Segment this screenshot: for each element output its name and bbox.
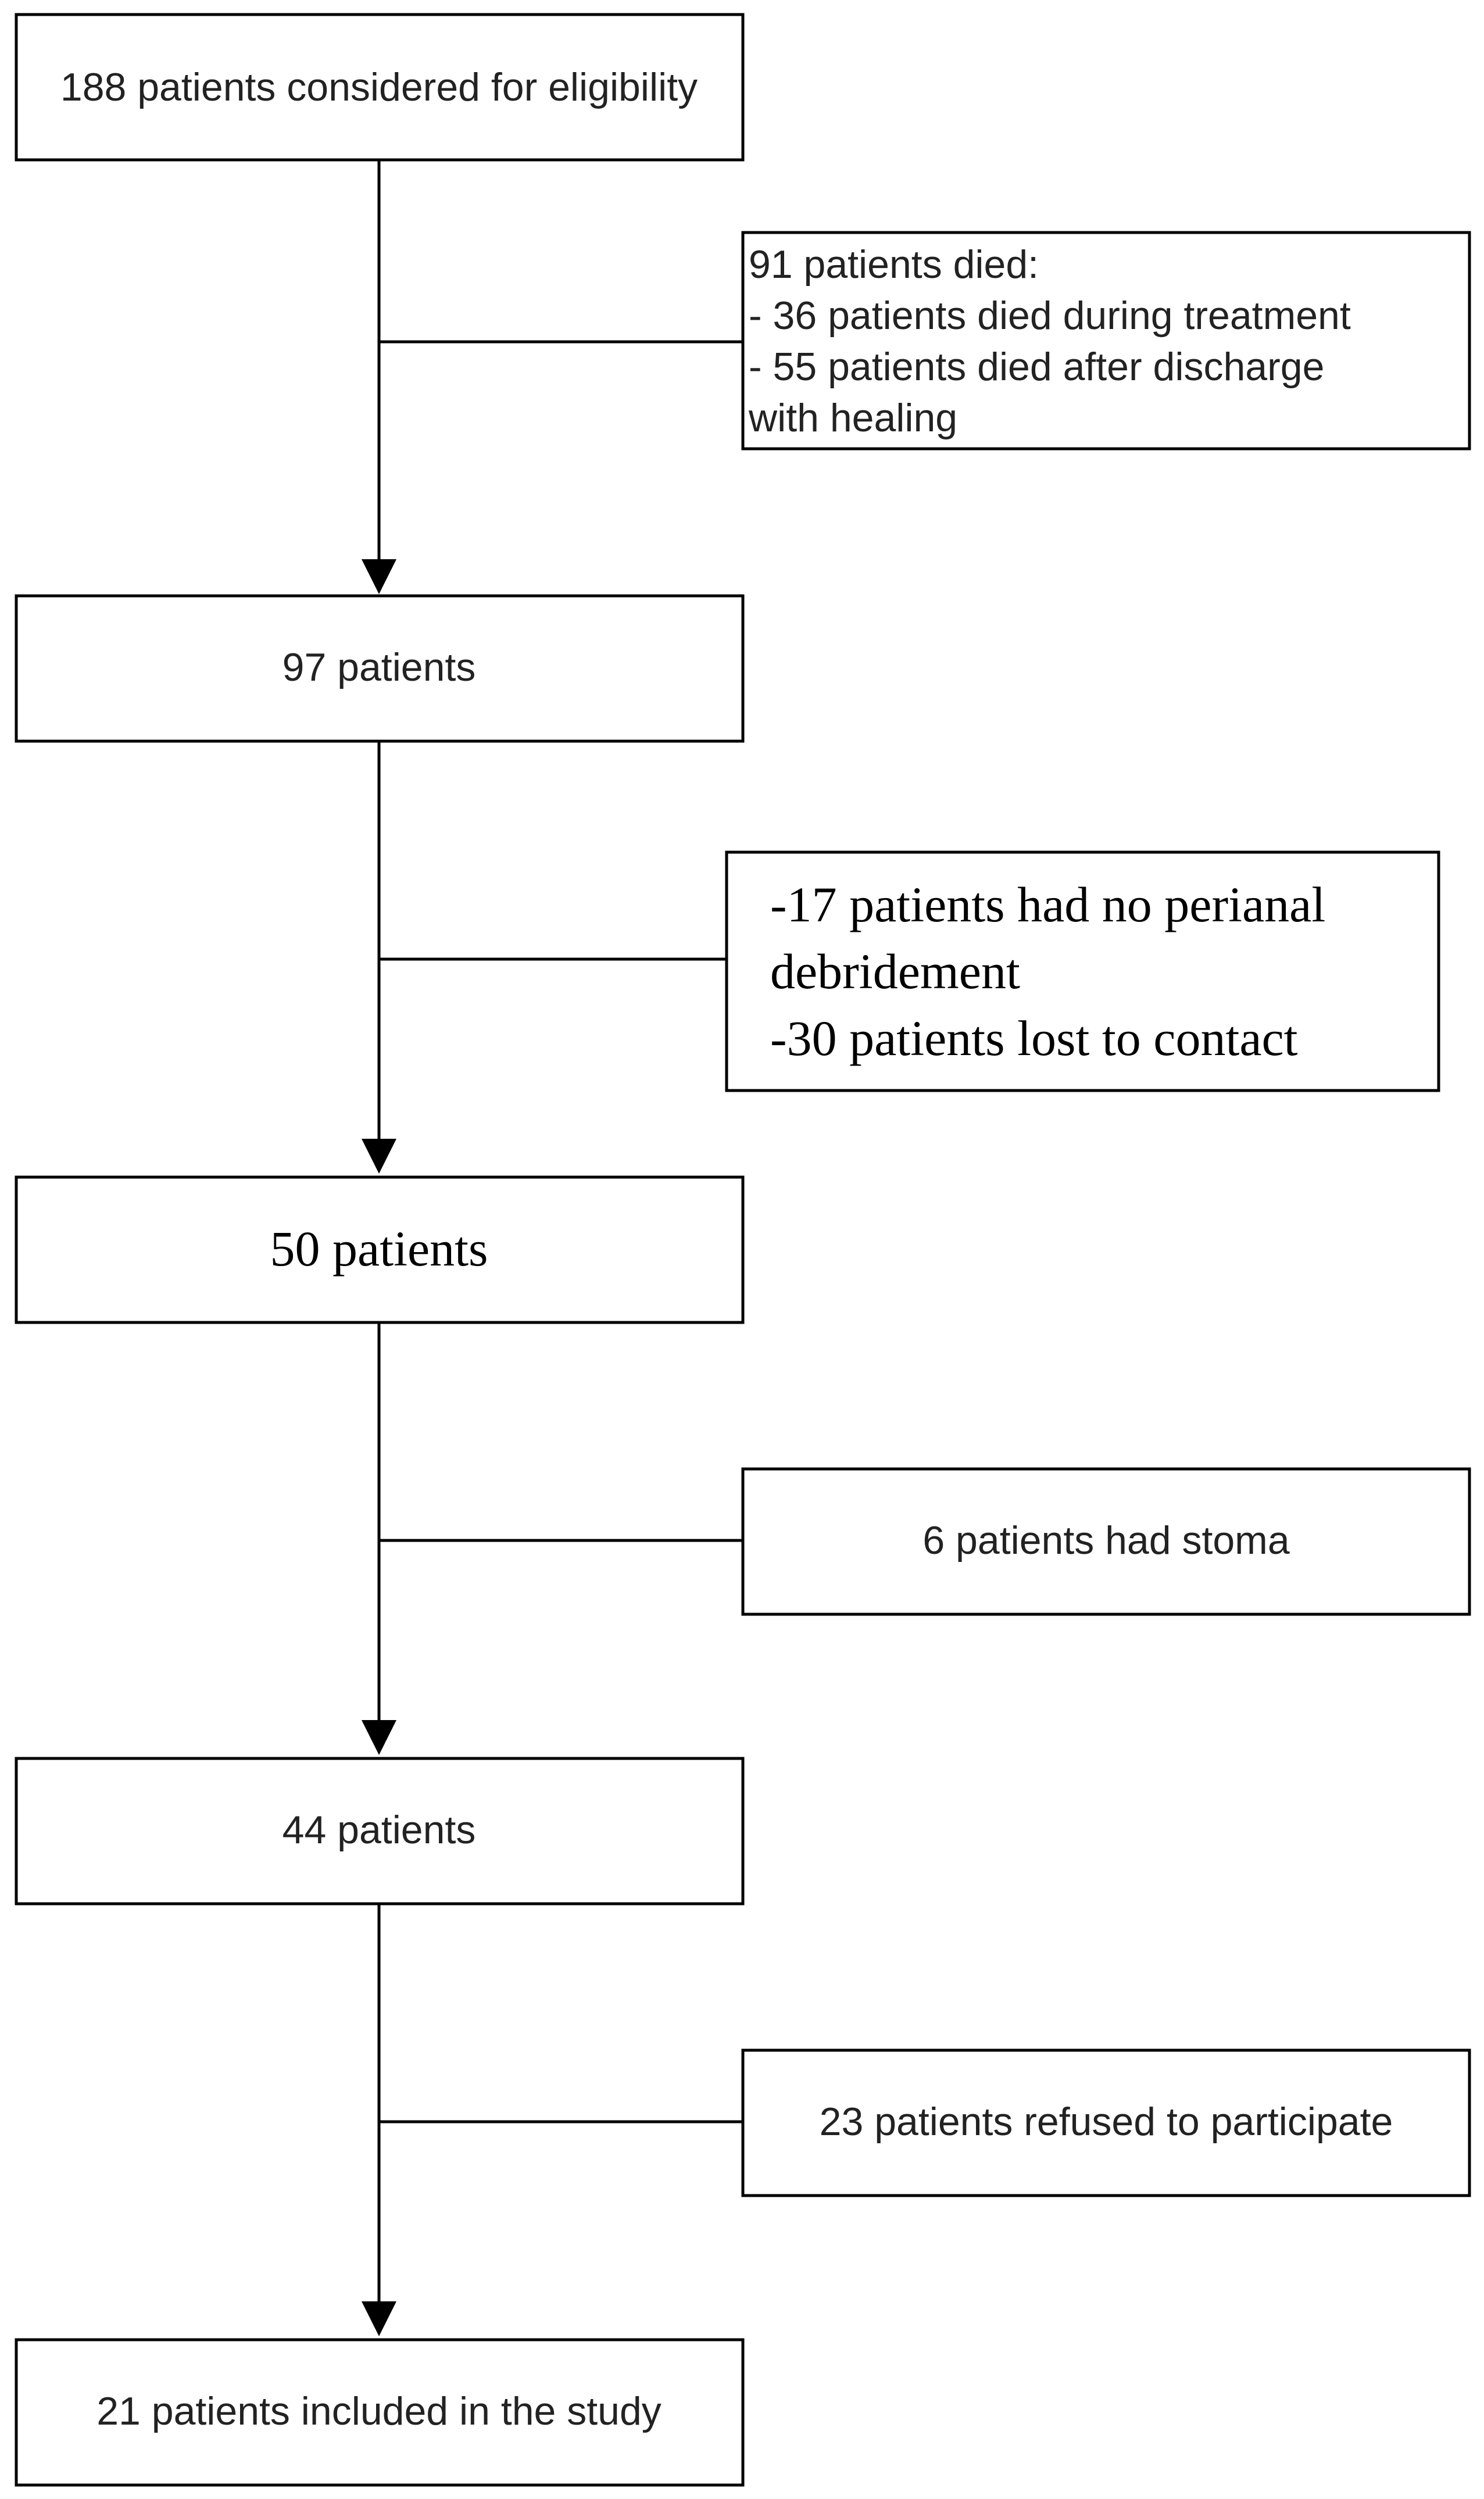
- exclusion-frame: [741, 1467, 1471, 1616]
- main-step-frame: [15, 594, 745, 743]
- connectors: [362, 160, 742, 2336]
- main-step-frame: [15, 1175, 745, 1324]
- exclusion-line: with healing: [748, 396, 957, 440]
- exclusion-line: debridement: [770, 943, 1020, 999]
- main-step-frame: [15, 1757, 745, 1905]
- main-step-box: 50 patients: [15, 1175, 745, 1324]
- main-step-box: 188 patients considered for eligibility: [15, 13, 745, 162]
- main-step-label: 21 patients included in the study: [96, 2389, 661, 2433]
- exclusion-line: 6 patients had stoma: [922, 1518, 1289, 1563]
- exclusion-box: 6 patients had stoma: [741, 1467, 1471, 1616]
- exclusion-box: -17 patients had no perianal debridement…: [725, 850, 1440, 1092]
- exclusion-frame: [741, 2048, 1471, 2197]
- exclusion-line: - 36 patients died during treatment: [749, 294, 1351, 338]
- arrow-down-icon: [362, 1720, 396, 1755]
- arrow-down-icon: [362, 1139, 396, 1174]
- arrow-down-icon: [362, 2301, 396, 2336]
- exclusion-line: -17 patients had no perianal: [770, 877, 1325, 932]
- exclusion-frame: [725, 850, 1440, 1092]
- exclusion-box: 23 patients refused to participate: [741, 2048, 1471, 2197]
- main-step-box: 44 patients: [15, 1757, 745, 1905]
- main-step-frame: [15, 13, 745, 162]
- main-step-label: 188 patients considered for eligibility: [60, 65, 698, 109]
- arrow-down-icon: [362, 559, 396, 594]
- main-step-frame: [15, 2338, 745, 2487]
- exclusion-line: 23 patients refused to participate: [820, 2100, 1393, 2144]
- exclusion-frame: [741, 231, 1471, 451]
- main-step-label: 50 patients: [270, 1221, 488, 1277]
- main-step-label: 97 patients: [283, 645, 476, 689]
- main-step-label: 44 patients: [283, 1808, 476, 1852]
- exclusion-line: -30 patients lost to contact: [770, 1010, 1298, 1066]
- exclusion-box: 91 patients died: - 36 patients died dur…: [741, 231, 1471, 451]
- exclusion-line: 91 patients died:: [749, 242, 1039, 287]
- main-step-box: 21 patients included in the study: [15, 2338, 745, 2487]
- main-step-box: 97 patients: [15, 594, 745, 743]
- exclusion-line: - 55 patients died after discharge: [749, 345, 1324, 389]
